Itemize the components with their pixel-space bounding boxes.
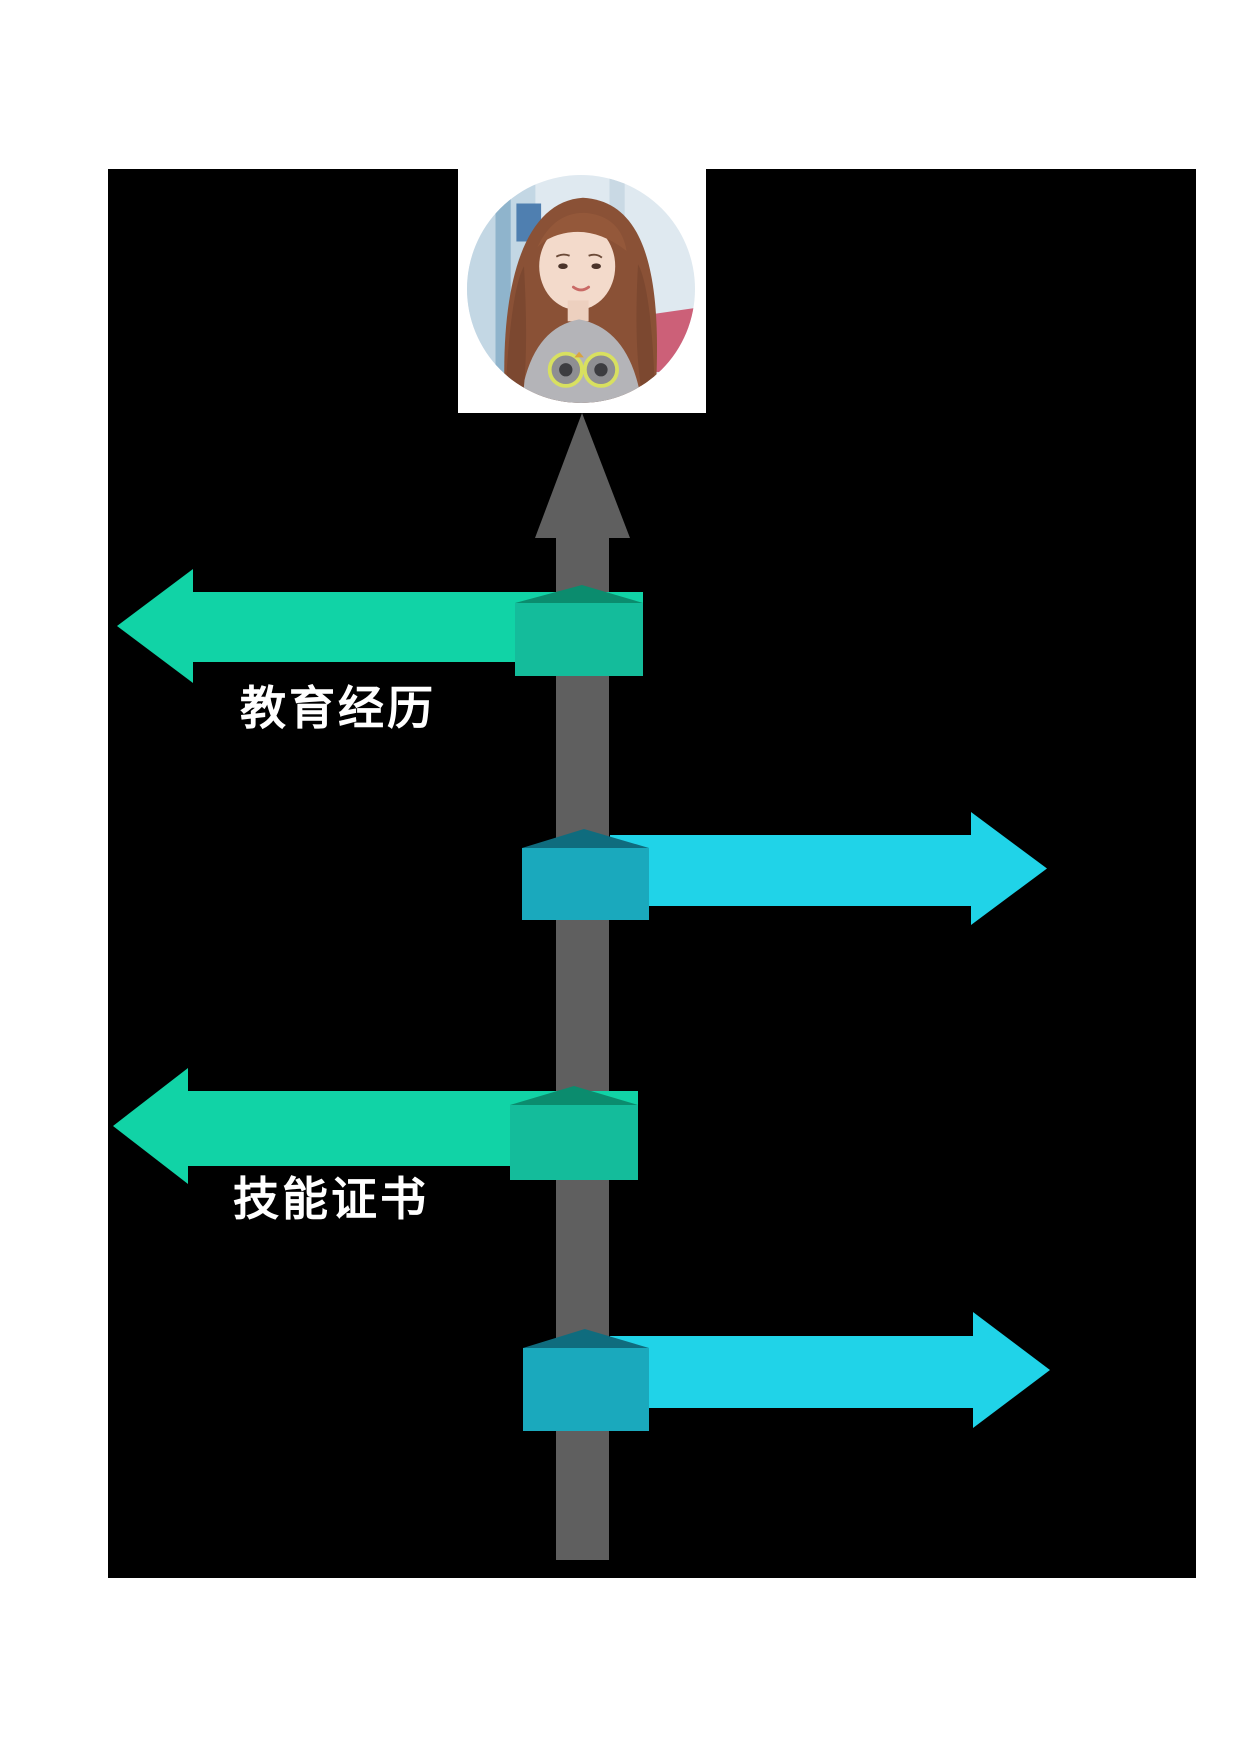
education-pedestal-front (515, 603, 643, 676)
woman-portrait-illustration (467, 175, 695, 403)
education-label: 教育经历 (240, 681, 436, 735)
projects-pedestal-front (523, 1348, 649, 1431)
profile-photo (460, 168, 702, 410)
skills-label: 技能证书 (233, 1172, 429, 1226)
work-pedestal-front (522, 848, 649, 920)
skills-pedestal-front (510, 1105, 638, 1180)
work-arrow-bar (610, 835, 971, 906)
projects-arrow-bar (610, 1336, 973, 1408)
